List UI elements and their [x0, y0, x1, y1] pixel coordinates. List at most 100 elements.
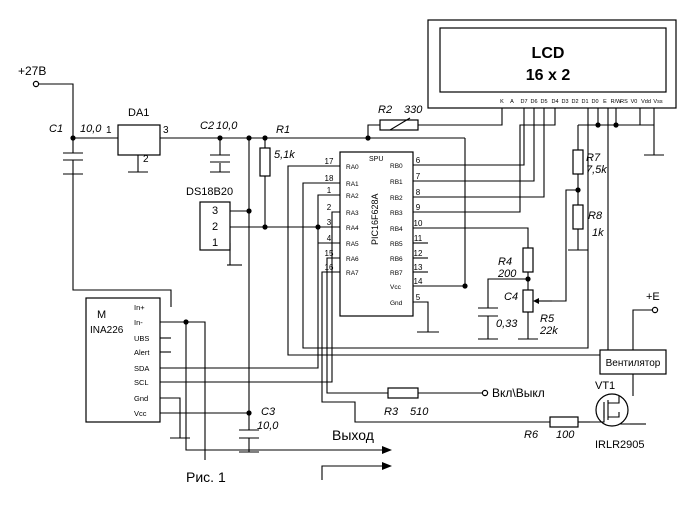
mcu-left-pin-name: RA2	[346, 193, 359, 200]
resistor-r6: R6 100	[524, 416, 579, 441]
lcd-pin-label: D1	[581, 99, 588, 105]
lcd-line2: 16 x 2	[526, 67, 571, 84]
lcd-pin-label: K	[500, 99, 504, 105]
mcu-left-pin-name: RA5	[346, 241, 359, 248]
mcu-right-pin-num: 6	[416, 156, 421, 165]
resistor-r8: R8 1k	[572, 204, 604, 239]
ina-pin-label: SDA	[134, 364, 149, 373]
plus27-terminal	[32, 80, 40, 88]
lcd-pin-label: D2	[571, 99, 578, 105]
mcu-right-pin-num: 8	[416, 188, 421, 197]
ina-pin-label: SCL	[134, 378, 149, 387]
ina-pin-label: Vcc	[134, 409, 147, 418]
lcd-pin-label: D4	[551, 99, 558, 105]
r4-value: 200	[497, 268, 517, 280]
ina-pin-label: Alert	[134, 348, 150, 357]
mcu-left-pin-num: 18	[325, 174, 334, 183]
c1-value: 10,0	[80, 123, 102, 135]
fan-label: Вентилятор	[606, 358, 661, 369]
lcd-pin-label: D7	[520, 99, 527, 105]
r6-value: 100	[556, 429, 575, 441]
mcu-left-pin-name: RA3	[346, 210, 359, 217]
r1-label: R1	[276, 124, 290, 136]
vt1-label: VT1	[595, 380, 615, 392]
plusE-terminal	[651, 306, 659, 314]
mcu-right-pin-name: RB1	[390, 179, 403, 186]
lcd-pin-label: D6	[530, 99, 537, 105]
mcu-left-pin-name: RA6	[346, 256, 359, 263]
mcu-right-pin-name: Gnd	[390, 300, 403, 307]
mcu-right-pin-name: RB0	[390, 163, 403, 170]
mcu-left-pin-num: 16	[325, 263, 334, 272]
mcu-right-pin-name: RB7	[390, 270, 403, 277]
mcu-right-pin-num: 12	[414, 249, 423, 258]
c4-label: C4	[504, 291, 518, 303]
mcu-left-pin-name: RA0	[346, 164, 359, 171]
sensor-ds18b20: DS18B20 3 2 1	[186, 186, 233, 251]
mcu-right-pin-num: 14	[414, 277, 423, 286]
lcd-pin-label: V0	[631, 99, 638, 105]
da1-label: DA1	[128, 107, 149, 119]
ina-m-label: M	[97, 309, 106, 321]
mcu-left-pin-name: RA4	[346, 225, 359, 232]
mcu-right-pin-num: 11	[414, 234, 423, 243]
ds18b20-pin1: 1	[212, 237, 218, 249]
plus27-label: +27В	[18, 64, 46, 78]
mcu-right-pin-name: RB4	[390, 226, 403, 233]
capacitor-c4: C4 0,33	[478, 291, 518, 330]
ina-pin-label: In+	[134, 303, 145, 312]
ina-pin-label: In-	[134, 318, 143, 327]
mcu-spu: SPU	[369, 156, 383, 163]
mcu-left-pin-num: 1	[327, 186, 332, 195]
lcd-line1: LCD	[532, 45, 565, 62]
ina-pin-label: Gnd	[134, 394, 148, 403]
r8-value: 1k	[592, 227, 604, 239]
fan-box	[599, 349, 667, 375]
c2-label: C2	[200, 120, 214, 132]
lcd-pin-label: RS	[620, 99, 628, 105]
lcd-pin-label: D0	[591, 99, 598, 105]
mcu-right-pin-num: 10	[414, 219, 423, 228]
ds18b20-label: DS18B20	[186, 186, 233, 198]
mcu-right-pin-num: 9	[416, 203, 421, 212]
r3-label: R3	[384, 406, 399, 418]
r8-label: R8	[588, 210, 603, 222]
wires	[38, 83, 655, 480]
transistor-vt1: VT1 IRLR2905	[590, 380, 645, 451]
lcd-pin-label: E	[603, 99, 607, 105]
r2-value: 330	[404, 104, 423, 116]
mcu-left-pin-name: RA1	[346, 181, 359, 188]
lcd-pin-label: D5	[540, 99, 547, 105]
r2-label: R2	[378, 104, 392, 116]
mcu-right-pin-num: 7	[416, 172, 421, 181]
plusE-label: +E	[646, 291, 660, 303]
mcu-left-pin-num: 3	[327, 218, 332, 227]
figure-caption: Рис. 1	[186, 469, 226, 485]
r7-label: R7	[586, 152, 601, 164]
potentiometer-r5: R5 22k	[522, 289, 558, 337]
regulator-da1: DA1 1 3 2	[106, 107, 169, 165]
ina-pin-label: UBS	[134, 334, 149, 343]
mcu-left-pin-num: 17	[325, 157, 334, 166]
output-arrow-bottom	[382, 462, 392, 470]
mcu-right-pin-name: Vcc	[390, 284, 402, 291]
resistor-r2: R2 330	[378, 104, 423, 131]
resistor-r4: R4 200	[497, 247, 534, 280]
c1-label: C1	[49, 123, 63, 135]
lcd-pin-label: D3	[561, 99, 568, 105]
resistor-r1: R1 5,1k	[259, 124, 295, 177]
mcu-right-pin-name: RB3	[390, 210, 403, 217]
r4-label: R4	[498, 256, 512, 268]
capacitor-c3: C3 10,0	[239, 406, 279, 439]
ina-name: INA226	[90, 325, 124, 336]
mcu-right-pin-name: RB5	[390, 241, 403, 248]
ds18b20-pin3: 3	[212, 205, 218, 217]
c4-value: 0,33	[496, 318, 518, 330]
mcu-pins: 17RA018RA11RA22RA33RA44RA515RA616RA76RB0…	[325, 156, 428, 307]
mcu-right-pin-num: 13	[414, 263, 423, 272]
r5-label: R5	[540, 313, 555, 325]
mcu-body	[339, 151, 414, 317]
